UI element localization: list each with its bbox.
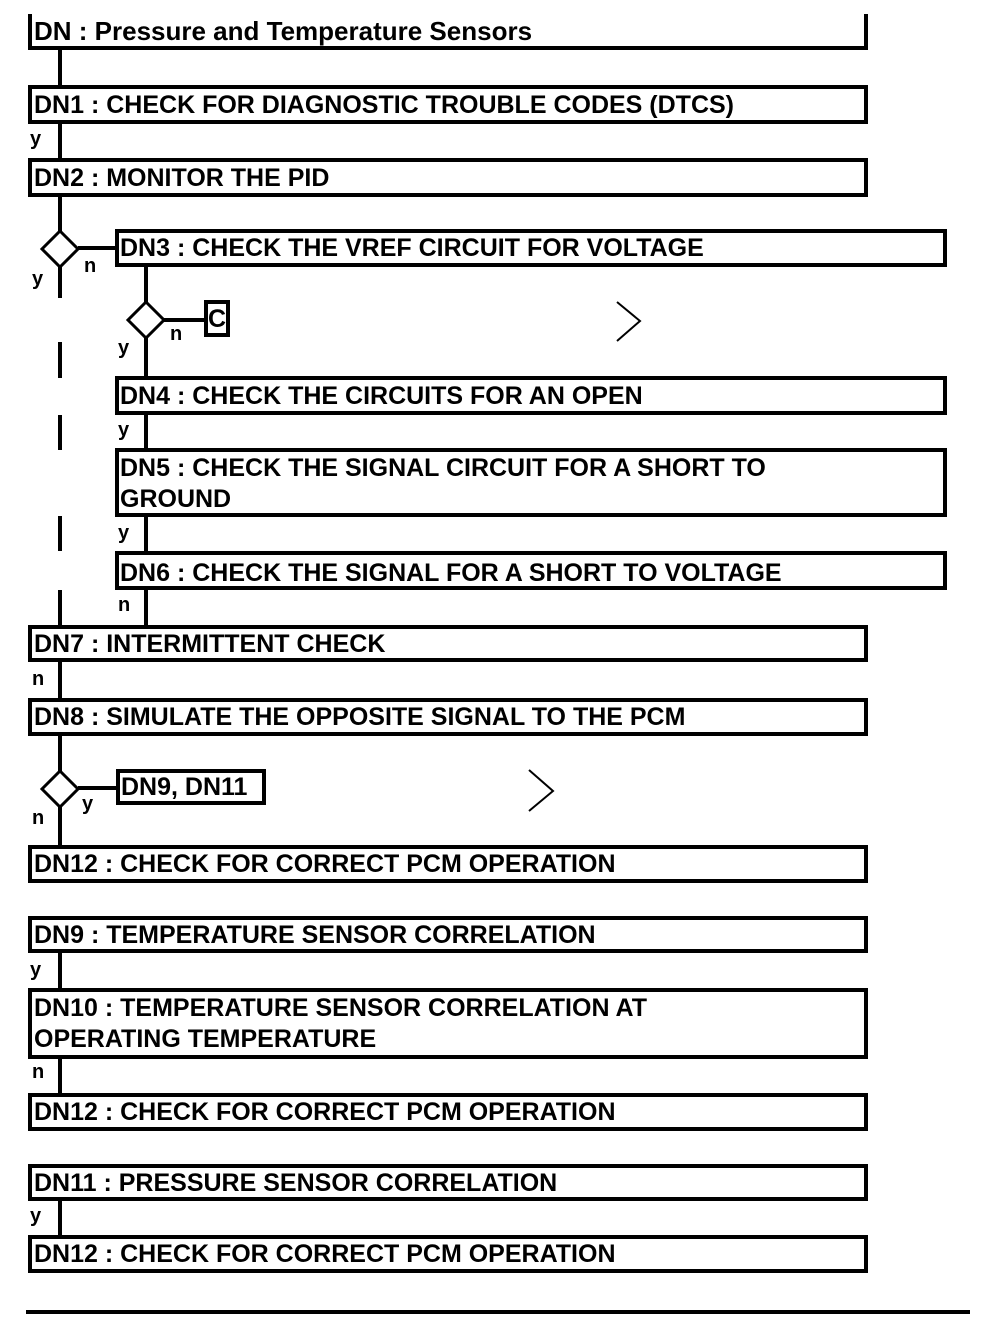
yes-label: y bbox=[32, 268, 44, 290]
step-dn11-label: DN11 : PRESSURE SENSOR CORRELATION bbox=[34, 1169, 557, 1197]
step-dn1: DN1 : CHECK FOR DIAGNOSTIC TROUBLE CODES… bbox=[28, 85, 868, 124]
step-dn12-a: DN12 : CHECK FOR CORRECT PCM OPERATION bbox=[28, 845, 868, 883]
step-dn5-label-line1: DN5 : CHECK THE SIGNAL CIRCUIT FOR A SHO… bbox=[120, 454, 766, 482]
no-label: n bbox=[32, 668, 44, 690]
yes-label: y bbox=[82, 793, 94, 815]
no-label: n bbox=[84, 255, 96, 277]
step-dn11: DN11 : PRESSURE SENSOR CORRELATION bbox=[28, 1164, 868, 1201]
title-frame bbox=[28, 14, 868, 50]
step-dn6-label: DN6 : CHECK THE SIGNAL FOR A SHORT TO VO… bbox=[120, 559, 782, 587]
no-label: n bbox=[118, 594, 130, 616]
yes-label: y bbox=[118, 522, 130, 544]
no-label: n bbox=[170, 323, 182, 345]
step-dn10-label-line1: DN10 : TEMPERATURE SENSOR CORRELATION AT bbox=[34, 994, 647, 1022]
step-dn6: DN6 : CHECK THE SIGNAL FOR A SHORT TO VO… bbox=[115, 551, 947, 590]
step-dn4-label: DN4 : CHECK THE CIRCUITS FOR AN OPEN bbox=[120, 382, 643, 410]
step-dn10-label-line2: OPERATING TEMPERATURE bbox=[34, 1025, 376, 1053]
step-dn3-label: DN3 : CHECK THE VREF CIRCUIT FOR VOLTAGE bbox=[120, 234, 704, 262]
step-dn12-a-label: DN12 : CHECK FOR CORRECT PCM OPERATION bbox=[34, 850, 616, 878]
yes-label: y bbox=[30, 959, 42, 981]
yes-label: y bbox=[118, 337, 130, 359]
step-dn4: DN4 : CHECK THE CIRCUITS FOR AN OPEN bbox=[115, 376, 947, 415]
step-dn7: DN7 : INTERMITTENT CHECK bbox=[28, 625, 868, 662]
no-label: n bbox=[32, 807, 44, 829]
chevron-right-icon bbox=[616, 301, 642, 342]
step-dn9-dn11-label: DN9, DN11 bbox=[121, 773, 248, 801]
decision-diamond bbox=[39, 768, 81, 810]
yes-label: y bbox=[118, 419, 130, 441]
step-dn3: DN3 : CHECK THE VREF CIRCUIT FOR VOLTAGE bbox=[115, 229, 947, 267]
step-dn5-label-line2: GROUND bbox=[120, 485, 231, 513]
step-dn10: DN10 : TEMPERATURE SENSOR CORRELATION AT… bbox=[28, 988, 868, 1059]
step-dn12-c: DN12 : CHECK FOR CORRECT PCM OPERATION bbox=[28, 1235, 868, 1273]
step-dn12-b-label: DN12 : CHECK FOR CORRECT PCM OPERATION bbox=[34, 1098, 616, 1126]
no-label: n bbox=[32, 1061, 44, 1083]
chevron-right-icon bbox=[528, 769, 555, 812]
step-dn8: DN8 : SIMULATE THE OPPOSITE SIGNAL TO TH… bbox=[28, 698, 868, 736]
step-dn12-c-label: DN12 : CHECK FOR CORRECT PCM OPERATION bbox=[34, 1240, 616, 1268]
step-dn2-label: DN2 : MONITOR THE PID bbox=[34, 164, 329, 192]
yes-label: y bbox=[30, 128, 42, 150]
step-dn7-label: DN7 : INTERMITTENT CHECK bbox=[34, 630, 385, 658]
step-dn9-dn11: DN9, DN11 bbox=[116, 769, 266, 805]
step-dn9-label: DN9 : TEMPERATURE SENSOR CORRELATION bbox=[34, 921, 596, 949]
step-dn5: DN5 : CHECK THE SIGNAL CIRCUIT FOR A SHO… bbox=[115, 448, 947, 517]
step-c: C bbox=[204, 300, 230, 337]
diagram-title: DN : Pressure and Temperature Sensors bbox=[34, 16, 532, 46]
step-dn12-b: DN12 : CHECK FOR CORRECT PCM OPERATION bbox=[28, 1093, 868, 1131]
step-c-label: C bbox=[208, 305, 226, 333]
step-dn9: DN9 : TEMPERATURE SENSOR CORRELATION bbox=[28, 916, 868, 953]
step-dn8-label: DN8 : SIMULATE THE OPPOSITE SIGNAL TO TH… bbox=[34, 703, 685, 731]
yes-label: y bbox=[30, 1205, 42, 1227]
decision-diamond bbox=[125, 299, 167, 341]
step-dn1-label: DN1 : CHECK FOR DIAGNOSTIC TROUBLE CODES… bbox=[34, 91, 734, 119]
step-dn2: DN2 : MONITOR THE PID bbox=[28, 158, 868, 197]
decision-diamond bbox=[39, 228, 81, 270]
